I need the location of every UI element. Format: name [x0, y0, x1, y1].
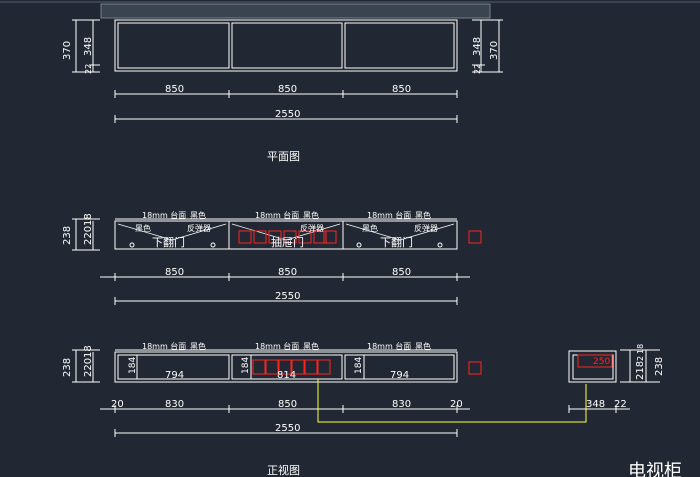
elev2-drawer-boxes	[252, 359, 482, 375]
plan-dim-370-right: 370	[489, 41, 500, 60]
plan-seg-1: 850	[165, 84, 184, 95]
side-view-outline	[568, 350, 617, 383]
plan-total: 2550	[275, 109, 300, 120]
svg-text:反弹器: 反弹器	[187, 223, 211, 233]
svg-text:2550: 2550	[275, 423, 300, 434]
side-view	[568, 349, 660, 413]
elev2-marker-box	[468, 361, 482, 375]
svg-text:18mm 台面: 18mm 台面	[255, 341, 299, 351]
svg-text:830: 830	[165, 399, 184, 410]
plan-title: 平面图	[267, 150, 300, 163]
front-view-title: 正视图	[267, 463, 300, 477]
svg-text:18mm 台面: 18mm 台面	[142, 210, 186, 220]
plan-cell-3	[344, 22, 455, 69]
svg-text:18mm 台面: 18mm 台面	[142, 341, 186, 351]
svg-text:850: 850	[278, 399, 297, 410]
svg-text:18: 18	[83, 213, 94, 226]
svg-text:2: 2	[636, 356, 645, 361]
leader-line	[317, 379, 587, 423]
svg-text:184: 184	[354, 357, 364, 374]
svg-text:黑色: 黑色	[415, 341, 431, 351]
svg-text:830: 830	[392, 399, 411, 410]
svg-text:20: 20	[111, 399, 124, 410]
plan-dim-370-left: 370	[62, 41, 73, 60]
plan-cell-1	[117, 22, 230, 69]
svg-text:220: 220	[83, 226, 94, 245]
plan-dim-348-left: 348	[83, 37, 94, 56]
svg-text:814: 814	[277, 370, 296, 381]
elev1-door-1: 下翻门	[152, 235, 185, 249]
svg-text:18: 18	[83, 345, 94, 358]
svg-text:184: 184	[128, 357, 138, 374]
plan-dim-22-left: 22	[84, 64, 93, 74]
elev2-outline	[114, 351, 458, 383]
plan-seg-3: 850	[392, 84, 411, 95]
svg-text:850: 850	[278, 267, 297, 278]
plan-labels: 370 348 22 348 22 370 850 850 850 2550 平…	[62, 37, 500, 163]
top-bar	[100, 3, 491, 19]
svg-text:348: 348	[586, 399, 605, 410]
svg-text:18: 18	[636, 344, 645, 354]
svg-text:黑色: 黑色	[362, 223, 378, 233]
svg-text:250: 250	[593, 357, 610, 367]
elev1-knob	[129, 242, 135, 248]
side-view-red-box	[577, 354, 613, 368]
svg-text:794: 794	[165, 370, 184, 381]
svg-text:18mm 台面: 18mm 台面	[367, 210, 411, 220]
plan-seg-2: 850	[278, 84, 297, 95]
svg-text:218: 218	[635, 361, 646, 380]
svg-text:黑色: 黑色	[303, 341, 319, 351]
elevation-2-labels: 238 220 18 18mm 台面 黑色 184 794 18mm 台面 黑色…	[62, 341, 463, 477]
side-view-labels: 250 218 2 18 238 348 22 电视柜	[586, 344, 682, 477]
svg-text:反弹器: 反弹器	[300, 223, 324, 233]
svg-text:20: 20	[450, 399, 463, 410]
elevation-2	[72, 349, 470, 437]
plan-outline	[114, 19, 458, 72]
elev1-outline	[114, 220, 458, 250]
svg-text:黑色: 黑色	[303, 210, 319, 220]
plan-view	[72, 19, 503, 123]
plan-cell-2	[231, 22, 343, 69]
svg-text:238: 238	[62, 226, 73, 245]
svg-text:18mm 台面: 18mm 台面	[255, 210, 299, 220]
plan-dim-348-right: 348	[472, 37, 483, 56]
elev1-door-3: 下翻门	[380, 235, 413, 249]
svg-text:22: 22	[614, 399, 627, 410]
elevation-1-labels: 238 220 18 18mm 台面 黑色 黑色 反弹器 下翻门 18mm 台面…	[62, 210, 438, 302]
svg-text:850: 850	[165, 267, 184, 278]
svg-text:黑色: 黑色	[135, 223, 151, 233]
svg-text:850: 850	[392, 267, 411, 278]
svg-text:2550: 2550	[275, 291, 300, 302]
elev1-drawer-boxes	[238, 230, 482, 244]
svg-text:黑色: 黑色	[190, 341, 206, 351]
elevation-1	[72, 218, 470, 305]
svg-text:794: 794	[390, 370, 409, 381]
svg-text:238: 238	[654, 357, 665, 376]
svg-text:黑色: 黑色	[415, 210, 431, 220]
elev1-marker-box	[468, 230, 482, 244]
svg-text:黑色: 黑色	[190, 210, 206, 220]
svg-text:184: 184	[241, 357, 251, 374]
side-view-title: 电视柜	[628, 461, 682, 477]
svg-text:18mm 台面: 18mm 台面	[367, 341, 411, 351]
elev1-door-2: 抽屉门	[271, 235, 304, 249]
plan-dim-22-right: 22	[473, 64, 482, 74]
svg-text:238: 238	[62, 358, 73, 377]
svg-text:反弹器: 反弹器	[414, 223, 438, 233]
svg-text:220: 220	[83, 358, 94, 377]
